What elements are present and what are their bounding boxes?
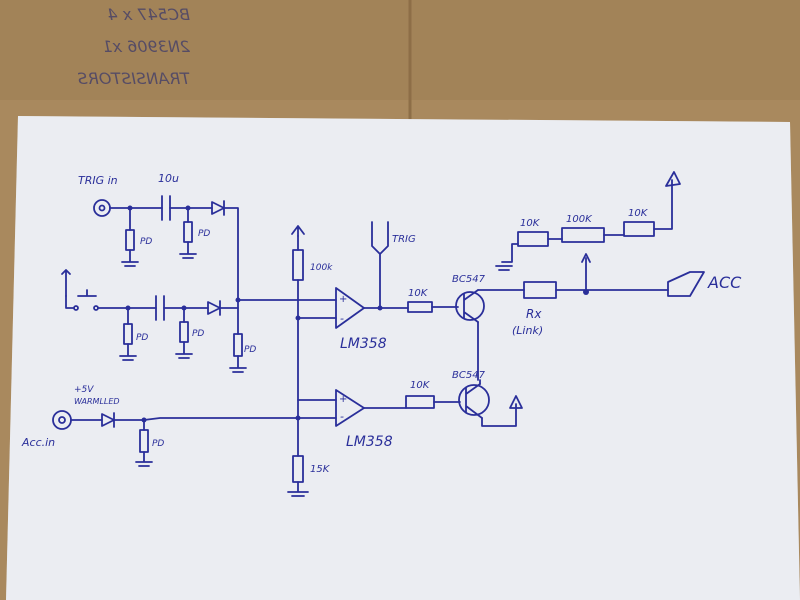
pot-100k-label: 100K: [566, 214, 593, 225]
supply-note-2: WARMLLED: [74, 397, 120, 406]
opamp-2: [335, 389, 365, 427]
opamp-1-plus: +: [339, 294, 347, 305]
supply-arrow-button: [61, 269, 71, 297]
cardboard-line-1: BC547 x 4: [107, 5, 190, 24]
transistor-2-label: BC547: [452, 370, 486, 381]
trig-output-connector: [371, 221, 389, 309]
r-10k-label-4: 10K: [628, 208, 649, 219]
pd-label-4: PD: [192, 329, 204, 339]
pd-label-2: PD: [198, 229, 210, 239]
paper-sheet: [6, 116, 800, 600]
opamp-2-label: LM358: [346, 434, 393, 450]
acc-out-label: ACC: [707, 273, 742, 292]
rx-label: Rx: [526, 307, 542, 321]
push-button: [77, 289, 97, 297]
pd-label-5: PD: [244, 345, 256, 355]
cardboard-line-3: TRANSISTORS: [78, 69, 190, 88]
supply-note-1: +5V: [74, 385, 94, 395]
opamp-1: [335, 287, 365, 329]
opamp-1-label: LM358: [340, 336, 387, 352]
acc-in-label: Acc.in: [21, 436, 55, 449]
schematic: TRIG in 10u PD PD PD: [21, 171, 742, 497]
cap-10u-label: 10u: [158, 172, 179, 185]
trig-out-label: TRIG: [392, 234, 416, 245]
link-label: (Link): [512, 324, 543, 337]
acc-output-connector: [667, 271, 705, 297]
transistor-bc547-1: [455, 291, 485, 321]
r-100k-label: 100k: [310, 263, 333, 273]
pd-label-3: PD: [136, 333, 148, 343]
trig-in-label: TRIG in: [78, 174, 118, 187]
opamp-1-minus: -: [340, 312, 344, 325]
pd-label-1: PD: [140, 237, 152, 247]
paper-shadow: [6, 116, 800, 600]
opamp-2-plus: +: [339, 394, 347, 405]
cardboard-top-fold: [0, 0, 800, 100]
supply-arrow-emitter: [509, 395, 523, 409]
opamp-2-minus: -: [340, 410, 344, 423]
r-10k-label-3: 10K: [520, 218, 541, 229]
supply-arrow-ref: [291, 225, 305, 237]
transistor-1-label: BC547: [452, 274, 486, 285]
cardboard-handwriting: BC547 x 4 2N3906 x1 TRANSISTORS: [78, 5, 190, 88]
transistor-bc547-2: [458, 384, 490, 416]
r-15k-label: 15K: [310, 464, 331, 475]
r-10k-label-2: 10K: [410, 380, 431, 391]
supply-arrow-chain: [665, 171, 681, 187]
cardboard-line-2: 2N3906 x1: [102, 37, 190, 56]
pd-label-6: PD: [152, 439, 164, 449]
r-10k-label-1: 10K: [408, 288, 429, 299]
